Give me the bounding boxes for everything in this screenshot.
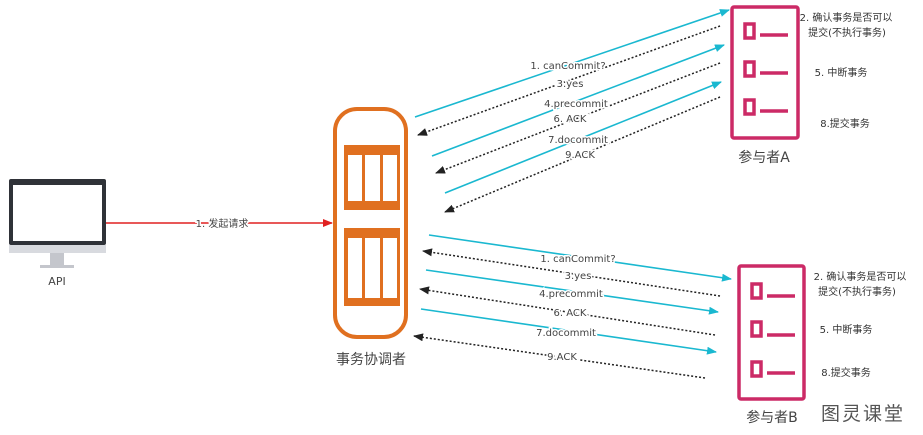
message-label-b: 6. ACK [554,308,587,319]
participant-b-icon [737,264,806,401]
participant-a-note: 8.提交事务 [820,117,870,130]
reply-arrow-b [413,333,706,379]
message-label-a: 9.ACK [565,150,595,161]
send-arrow-b [425,269,719,315]
participant-b-note: 5. 中断事务 [820,323,873,336]
message-label-b: 4.precommit [539,289,603,300]
reply-arrow-a [444,96,721,213]
participant-a-note: 5. 中断事务 [815,66,868,79]
participant-a-note: 2. 确认事务是否可以 [800,11,893,24]
reply-arrow-a [417,25,721,136]
request-label: 1. 发起请求 [196,217,249,230]
message-label-a: 4.precommit [544,99,608,110]
participant-a-label: 参与者A [738,149,790,166]
participant-b-note: 提交(不执行事务) [818,285,896,298]
message-label-b: 9.ACK [547,352,577,363]
message-label-a: 3.yes [557,79,584,90]
message-label-b: 7.docommit [536,328,596,339]
send-arrow-a [431,44,725,157]
message-label-b: 1. canCommit? [540,254,615,265]
coordinator-icon [333,107,408,339]
api-monitor-icon [9,179,106,268]
coordinator-label: 事务协调者 [336,352,406,368]
message-label-a: 1. canCommit? [530,61,605,72]
participant-b-note: 8.提交事务 [821,366,871,379]
send-arrow-a [444,81,722,194]
api-label: API [48,275,65,288]
message-label-b: 3.yes [565,271,592,282]
reply-arrow-b [419,286,716,336]
message-label-a: 7.docommit [548,135,608,146]
send-arrow-b [428,234,732,282]
message-label-a: 6. ACK [554,114,587,125]
participant-a-icon [730,5,800,140]
reply-arrow-a [435,62,721,174]
watermark: 图灵课堂 [821,403,905,425]
send-arrow-a [414,9,730,118]
send-arrow-b [420,308,717,355]
participant-a-note: 提交(不执行事务) [808,26,886,39]
participant-b-note: 2. 确认事务是否可以 [814,270,907,283]
participant-b-label: 参与者B [746,409,798,426]
